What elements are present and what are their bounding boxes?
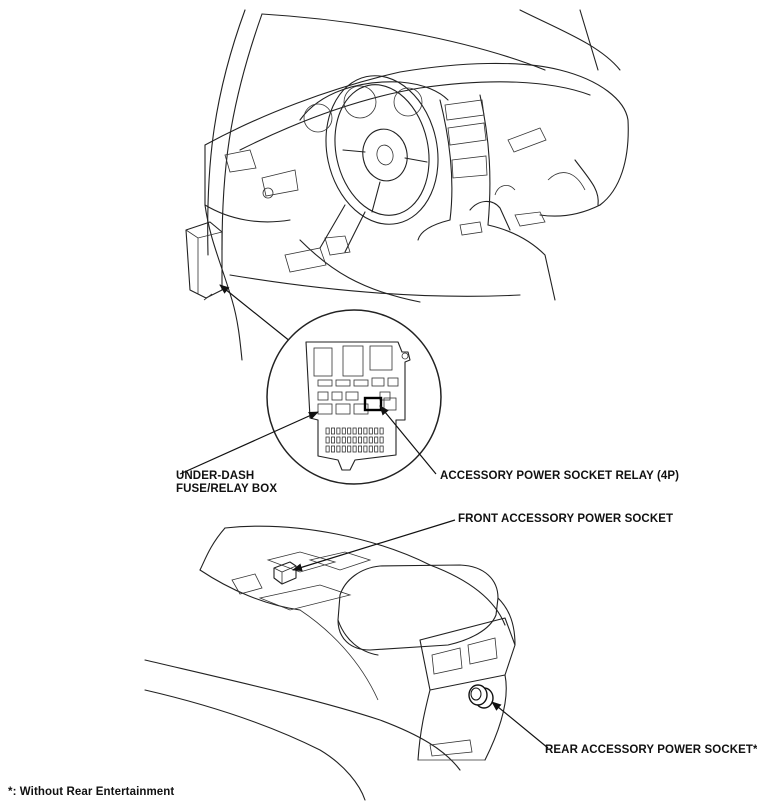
fuse-slot (347, 427, 352, 435)
fuse-slot (330, 427, 335, 435)
fuse-slot (352, 436, 357, 444)
fuse-slot (352, 445, 357, 453)
relay-leader (379, 405, 437, 475)
fuse-label-leader (179, 411, 319, 475)
fuse-slot (374, 445, 379, 453)
fuse-slot (363, 445, 368, 453)
front-socket-label: FRONT ACCESSORY POWER SOCKET (458, 513, 674, 525)
fuse-slot (368, 436, 373, 444)
fuse-slot (379, 436, 384, 444)
fuse-slot (341, 427, 346, 435)
relay-label: ACCESSORY POWER SOCKET RELAY (4P) (440, 470, 680, 482)
fuse-slot (368, 427, 373, 435)
fuse-slot (336, 427, 341, 435)
fuse-slot (374, 436, 379, 444)
accessory-relay-highlight (363, 396, 383, 412)
fuse-box-label-line-2: FUSE/RELAY BOX (176, 483, 278, 495)
fuse-slot (347, 436, 352, 444)
fuse-slot (330, 445, 335, 453)
fuse-slot (363, 427, 368, 435)
fuse-slot (363, 436, 368, 444)
fuse-box-label: UNDER-DASH FUSE/RELAY BOX (176, 470, 277, 496)
fuse-slot (325, 427, 330, 435)
front-socket-leader (292, 519, 456, 572)
console-drawing (144, 525, 516, 801)
fuse-slot (347, 445, 352, 453)
fuse-box-detail (266, 309, 442, 485)
fuse-slot (341, 445, 346, 453)
rear-socket-label: REAR ACCESSORY POWER SOCKET* (545, 744, 757, 756)
fuse-slot (336, 445, 341, 453)
front-socket-icon (273, 561, 297, 585)
fuse-slot (357, 436, 362, 444)
fuse-slot (379, 427, 384, 435)
fuse-slot (357, 427, 362, 435)
fuse-slot (336, 436, 341, 444)
fuse-box-label-line-1: UNDER-DASH (176, 470, 255, 482)
dashboard-drawing (185, 9, 629, 361)
fuse-slot (325, 436, 330, 444)
fuse-box-leader (219, 284, 297, 347)
rear-socket-icon (468, 684, 494, 709)
fuse-slot (330, 436, 335, 444)
fuse-slot (352, 427, 357, 435)
fuse-slot (368, 445, 373, 453)
rear-socket-leader (491, 701, 549, 749)
footnote: *: Without Rear Entertainment (8, 786, 175, 798)
fuse-slot (357, 445, 362, 453)
fuse-slot (379, 445, 384, 453)
fuse-slot (374, 427, 379, 435)
fuse-slot (341, 436, 346, 444)
fuse-slot (325, 445, 330, 453)
